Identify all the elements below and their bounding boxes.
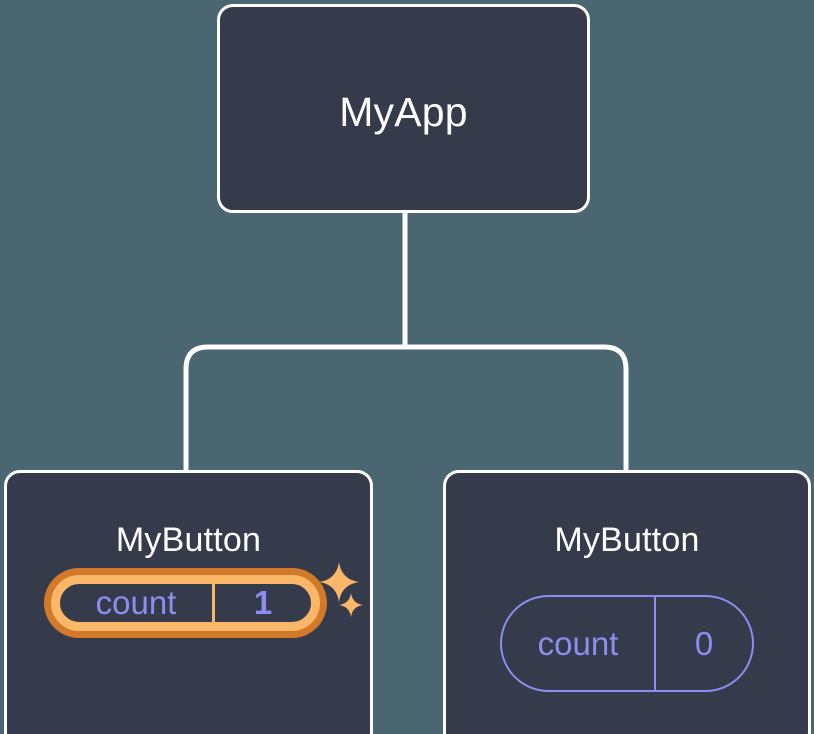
state-value-right: 0 — [654, 597, 752, 690]
state-pill-right[interactable]: count 0 — [500, 595, 754, 692]
component-label-myapp: MyApp — [339, 89, 468, 135]
state-pill-left[interactable]: count 1 — [51, 575, 320, 631]
state-value-left: 1 — [212, 584, 311, 622]
connector-branch-bar — [183, 344, 629, 472]
component-label-mybutton-left: MyButton — [115, 521, 262, 559]
state-pill-wrapper-left: count 1 — [51, 575, 320, 631]
component-node-mybutton-left[interactable]: MyButton count 1 — [4, 470, 373, 734]
component-label-mybutton-right: MyButton — [554, 521, 700, 559]
state-key-left: count — [95, 584, 177, 621]
component-node-mybutton-right[interactable]: MyButton count 0 — [443, 470, 811, 734]
component-node-myapp[interactable]: MyApp — [217, 4, 590, 213]
state-key-right: count — [537, 624, 619, 662]
state-pill-wrapper-right: count 0 — [500, 595, 754, 692]
